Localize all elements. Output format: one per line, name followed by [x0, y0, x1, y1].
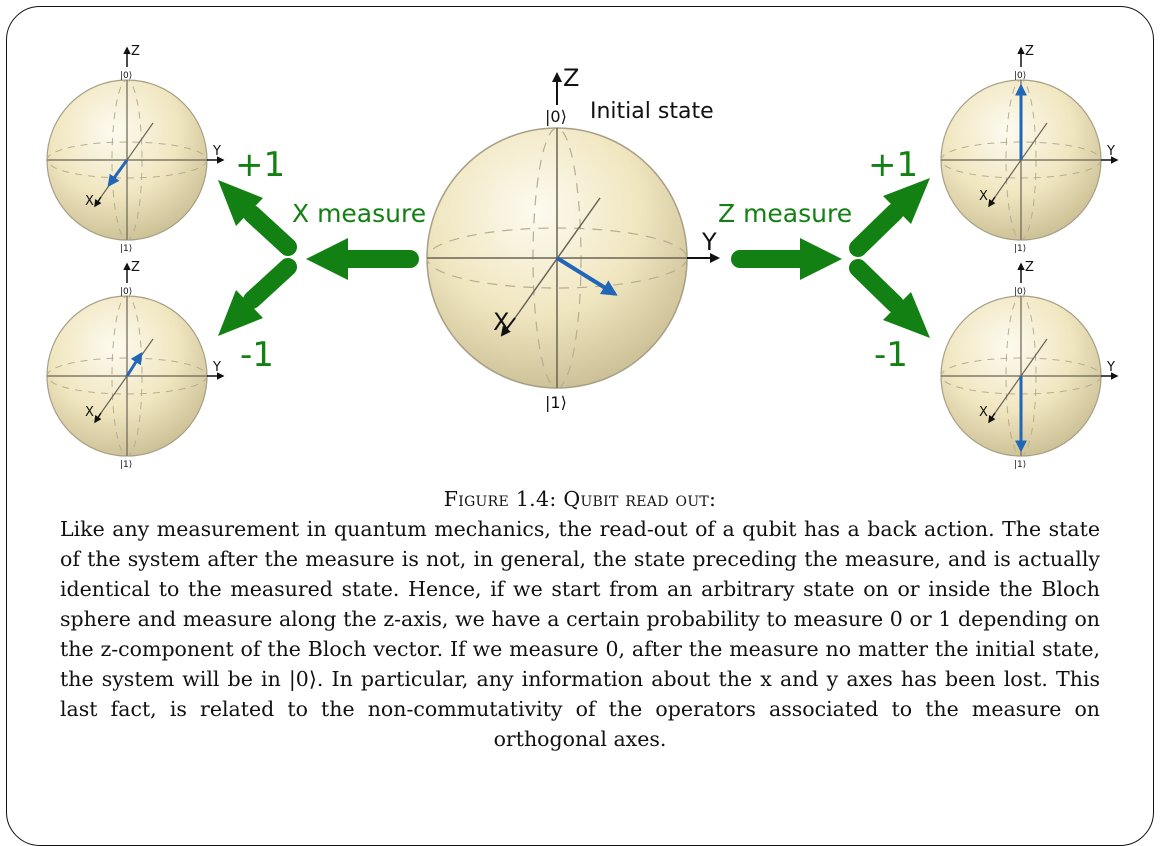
ket-0-label: |0⟩ — [120, 287, 132, 297]
ket-1-label: |1⟩ — [120, 244, 132, 254]
center-ket-1-label: |1⟩ — [545, 393, 567, 412]
axis-z-label: Z — [1025, 44, 1034, 59]
measurement-arrows — [218, 178, 930, 338]
ket-0-label: |0⟩ — [1014, 287, 1026, 297]
left-minus-one-label: -1 — [240, 335, 274, 375]
caption-title: Figure 1.4: Qubit read out: — [443, 487, 717, 511]
axis-z-label: Z — [131, 260, 140, 275]
axis-x-label: X — [979, 405, 988, 420]
z-measure-label: Z measure — [718, 199, 852, 228]
center-axis-y-label: Y — [701, 228, 717, 256]
ket-1-label: |1⟩ — [1014, 460, 1026, 470]
ket-1-label: |1⟩ — [1014, 244, 1026, 254]
left-plus-one-label: +1 — [235, 145, 285, 185]
ket-0-label: |0⟩ — [1014, 71, 1026, 81]
center-axis-x-label: X — [493, 308, 509, 336]
axis-x-label: X — [85, 194, 94, 209]
ket-0-label: |0⟩ — [120, 71, 132, 81]
axis-x-label: X — [979, 189, 988, 204]
axis-y-label: Y — [212, 360, 221, 375]
ket-1-label: |1⟩ — [120, 460, 132, 470]
axis-z-label: Z — [1025, 260, 1034, 275]
sphere-x-minus: Z |0⟩ |1⟩ Y X — [46, 260, 225, 470]
axis-y-label: Y — [1106, 360, 1115, 375]
axis-x-label: X — [85, 405, 94, 420]
figure-caption: Figure 1.4: Qubit read out: Like any mea… — [60, 484, 1100, 754]
right-plus-one-label: +1 — [868, 145, 918, 185]
right-minus-one-label: -1 — [874, 335, 908, 375]
center-bloch-sphere: Z |0⟩ |1⟩ Y X Initial state — [426, 64, 720, 412]
initial-state-label: Initial state — [590, 99, 714, 124]
caption-body: Like any measurement in quantum mechanic… — [60, 517, 1100, 751]
sphere-z-minus: Z |0⟩ |1⟩ Y X — [940, 260, 1119, 470]
axis-y-label: Y — [1106, 144, 1115, 159]
bloch-measurement-diagram: Z |0⟩ |1⟩ Y X Initial state X measure Z … — [46, 44, 1119, 470]
sphere-z-plus: Z |0⟩ |1⟩ Y X — [940, 44, 1119, 254]
x-measure-label: X measure — [292, 199, 426, 228]
axis-y-label: Y — [212, 144, 221, 159]
axis-z-label: Z — [131, 44, 140, 59]
center-axis-z-label: Z — [563, 64, 579, 92]
center-ket-0-label: |0⟩ — [545, 107, 567, 126]
sphere-x-plus: Z |0⟩ |1⟩ Y X — [46, 44, 225, 254]
